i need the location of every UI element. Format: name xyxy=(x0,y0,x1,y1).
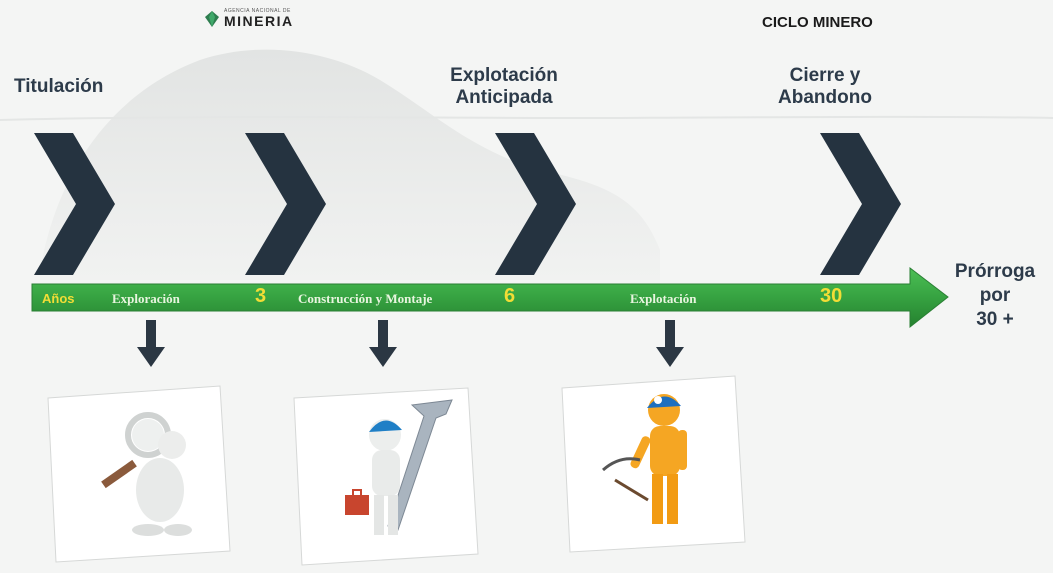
snow-line xyxy=(0,115,1053,121)
card-construccion xyxy=(293,387,479,566)
down-arrow-construccion xyxy=(369,320,397,367)
mountain-background xyxy=(40,49,660,280)
heading-line: Prórroga xyxy=(954,261,1036,282)
timeline-stage-explotacion: Explotación xyxy=(630,291,697,306)
heading-line: Abandono xyxy=(778,87,872,108)
timeline-stage-exploracion: Exploración xyxy=(112,291,180,306)
timeline-year-3: 3 xyxy=(255,285,267,307)
heading-line: Anticipada xyxy=(455,87,553,108)
logo-agency-big: MINERIA xyxy=(224,13,294,29)
chevron-titulacion xyxy=(34,133,115,275)
heading-prorroga: Prórroga por 30 + xyxy=(950,260,1040,332)
heading-line: Explotación xyxy=(450,65,558,86)
logo-gem-icon xyxy=(205,10,219,27)
heading-line: Cierre y xyxy=(789,65,861,86)
down-arrow-exploracion xyxy=(137,320,165,367)
heading-line: 30 + xyxy=(976,309,1014,330)
heading-cierre-abandono: Cierre y Abandono xyxy=(765,65,885,109)
heading-explotacion-anticipada: Explotación Anticipada xyxy=(430,65,578,109)
page-title: CICLO MINERO xyxy=(762,14,873,31)
miner-figure-icon xyxy=(602,394,687,524)
timeline-year-30: 30 xyxy=(820,285,843,307)
card-exploracion xyxy=(47,385,231,563)
timeline-arrow xyxy=(31,266,949,329)
chevron-cierre xyxy=(820,133,901,275)
card-explotacion xyxy=(561,375,746,553)
chevron-exploracion xyxy=(245,133,326,275)
logo: AGENCIA NACIONAL DE MINERIA xyxy=(205,8,294,29)
timeline-year-6: 6 xyxy=(504,285,516,307)
timeline-anos-label: Años xyxy=(42,291,75,306)
logo-agency-small: AGENCIA NACIONAL DE xyxy=(224,8,291,14)
builder-figure-icon xyxy=(345,399,453,535)
heading-line: por xyxy=(979,285,1011,306)
down-arrow-explotacion xyxy=(656,320,684,367)
magnifier-figure-icon xyxy=(101,412,192,536)
chevron-explotacion-anticipada xyxy=(495,133,576,275)
heading-titulacion: Titulación xyxy=(14,76,104,97)
timeline-stage-construccion: Construcción y Montaje xyxy=(298,291,433,306)
